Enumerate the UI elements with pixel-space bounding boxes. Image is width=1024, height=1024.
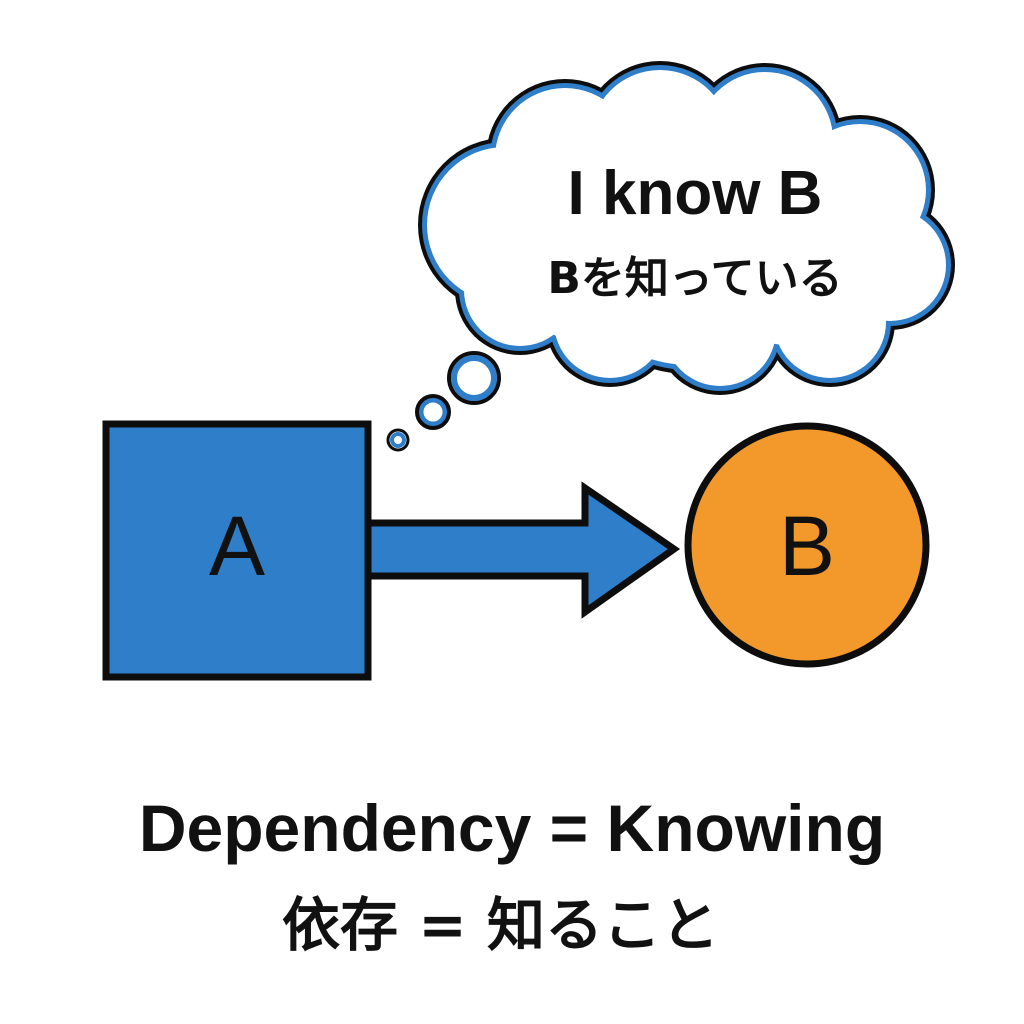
thought-bubble-small — [390, 432, 406, 448]
node-a-label: A — [208, 499, 266, 593]
thought-bubble-large — [451, 355, 497, 401]
thought-bubble-medium — [418, 397, 448, 427]
node-a-box — [102, 420, 372, 681]
caption-english: Dependency = Knowing — [138, 791, 886, 865]
thought-text-japanese: Bを知っている — [547, 253, 843, 304]
cloud-lobe — [490, 125, 710, 345]
caption-japanese: 依存 = 知ること — [282, 891, 719, 959]
thought-cloud — [418, 61, 955, 395]
cloud-lobe — [680, 125, 900, 345]
thought-text-english: I know B — [567, 159, 823, 228]
node-b-circle — [684, 422, 930, 668]
node-b-label: B — [778, 499, 836, 593]
thought-bubbles — [386, 351, 501, 452]
dependency-arrow — [364, 481, 681, 619]
